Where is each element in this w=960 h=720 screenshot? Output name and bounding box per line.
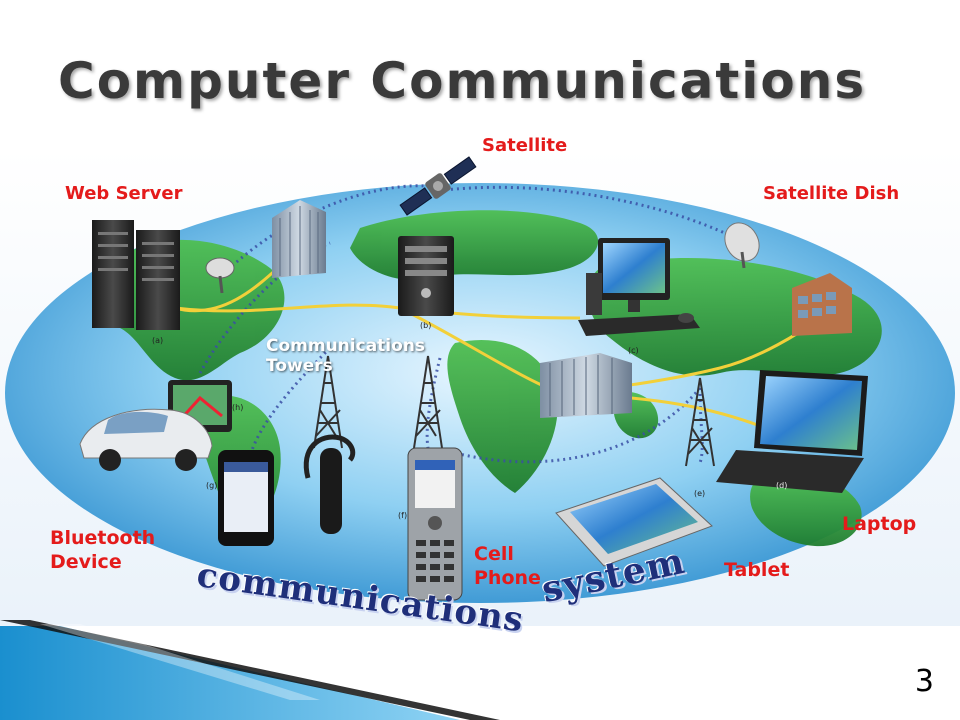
label-web-server: Web Server [65,183,183,204]
desktop-computer-icon: (c) [578,238,700,355]
svg-text:(d): (d) [776,481,787,490]
slide-title: Computer Communications [58,52,867,110]
label-tablet: Tablet [724,559,790,581]
tower-icon: (e) [685,377,715,498]
satellite-dish-icon [724,222,760,269]
label-cell-phone-line2: Phone [474,567,541,589]
label-laptop: Laptop [842,513,917,535]
satellite-icon [399,156,477,216]
svg-text:(b): (b) [420,321,431,330]
office-tower-icon [272,200,326,278]
label-communications-towers-line2: Towers [266,356,333,376]
server-tower-icon: (b) [398,236,454,330]
svg-text:(e): (e) [694,489,705,498]
tower-icon [313,355,343,449]
satellite-dish-small-icon [205,257,235,294]
label-cell-phone: Cell Phone [474,542,541,590]
svg-text:(a): (a) [152,336,163,345]
smartphone-icon: (g) [206,450,274,546]
footer-band [0,620,500,720]
web-server-icon: (a) [92,220,180,345]
bluetooth-headset-icon [303,434,356,534]
svg-text:(f): (f) [398,511,407,520]
svg-text:(c): (c) [628,346,639,355]
label-satellite: Satellite [482,135,568,156]
label-satellite-dish: Satellite Dish [763,183,900,204]
tower-icon [413,355,443,449]
svg-text:(h): (h) [232,403,243,412]
label-communications-towers-line1: Communications [266,336,426,356]
car-icon [79,408,213,471]
office-building-icon [792,273,852,336]
label-cell-phone-line1: Cell [474,543,514,565]
communications-system-diagram: (a) (b) (c) [0,148,960,626]
cell-phone-icon: (f) [398,447,463,601]
label-communications-towers: Communications Towers [266,336,425,376]
page-number: 3 [914,664,934,699]
office-center-icon [540,353,632,418]
label-bluetooth-line2: Device [50,551,122,573]
tablet-icon [555,477,713,567]
svg-text:(g): (g) [206,481,217,490]
label-bluetooth-line1: Bluetooth [50,527,156,549]
label-bluetooth-device: Bluetooth Device [50,526,155,574]
laptop-icon: (d) [716,370,868,493]
